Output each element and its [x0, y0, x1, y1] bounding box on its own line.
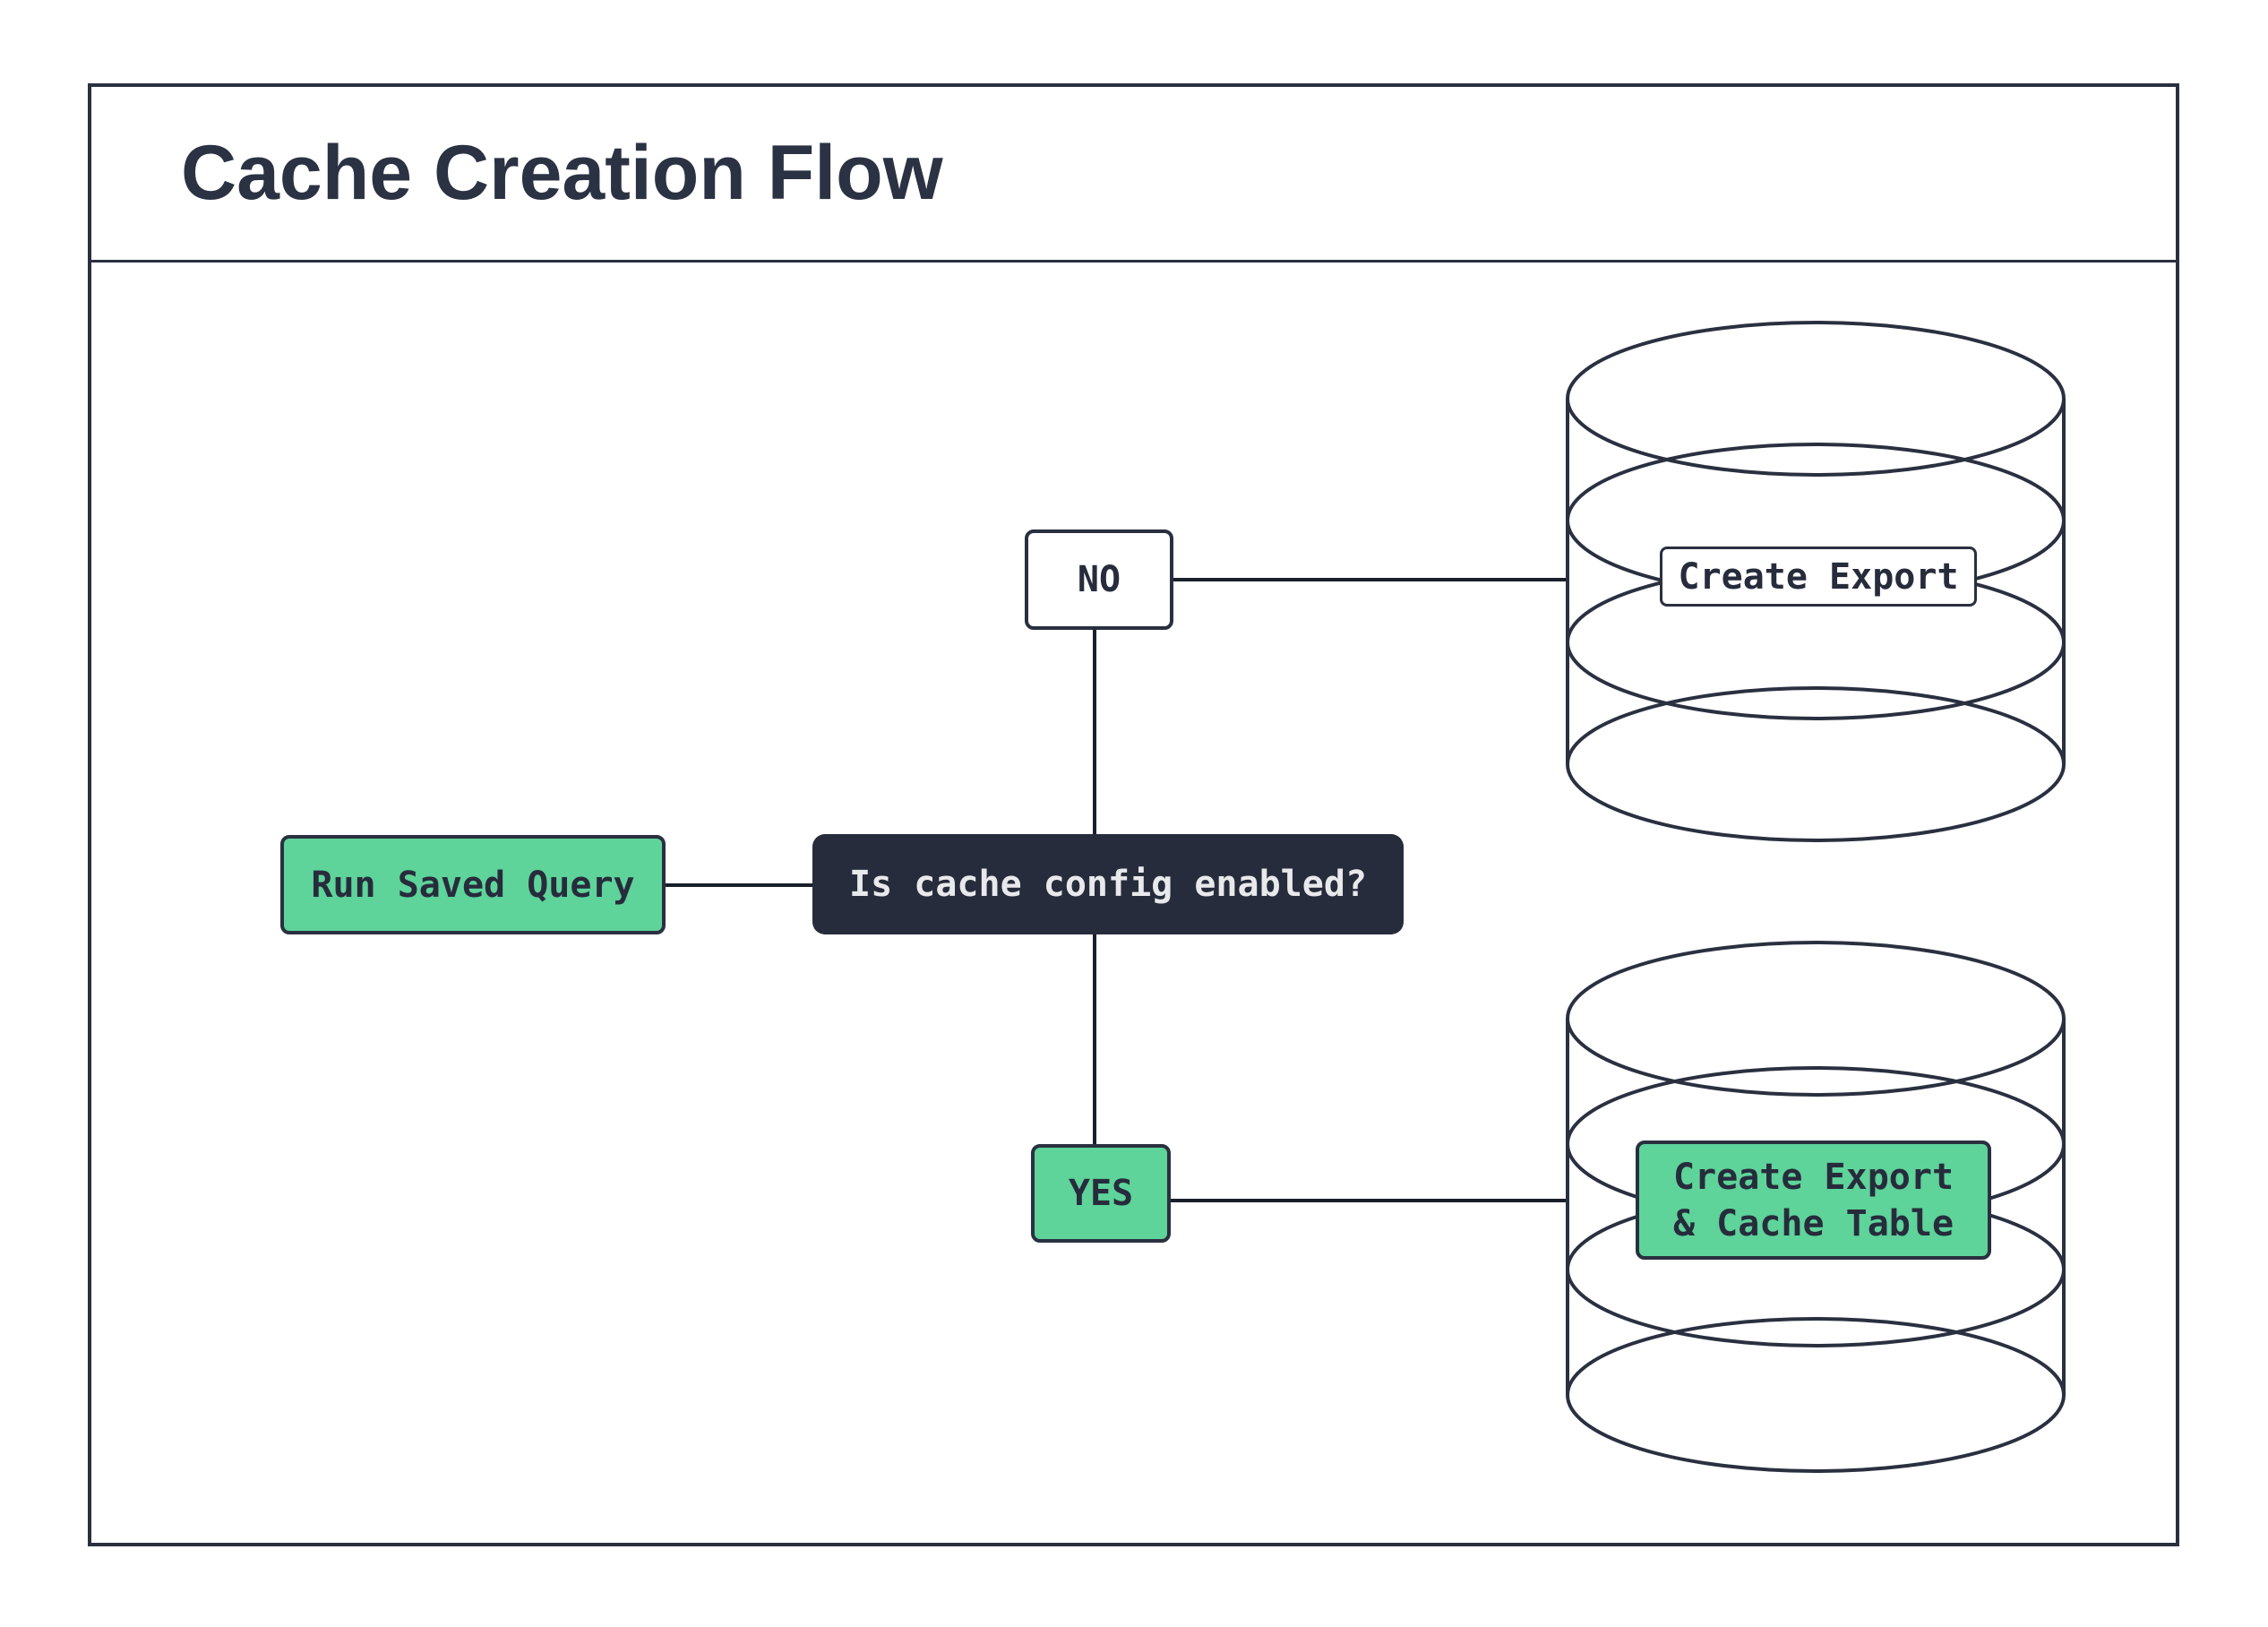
diagram-frame: Cache Creation Flow	[88, 83, 2179, 1546]
node-create-export-label: Create Export	[1678, 555, 1959, 598]
node-create-export-cache-line1: Create Export	[1672, 1156, 1954, 1198]
node-decision-label: Is cache config enabled?	[849, 864, 1367, 905]
node-yes-branch: YES	[1031, 1144, 1171, 1243]
node-yes-label: YES	[1068, 1173, 1134, 1214]
node-run-saved-query: Run Saved Query	[280, 835, 666, 934]
node-no-label: NO	[1077, 559, 1121, 600]
node-create-export-cache-line2: & Cache Table	[1672, 1202, 1954, 1244]
node-decision-cache-config: Is cache config enabled?	[812, 834, 1404, 934]
node-create-export-cache-table: Create Export & Cache Table	[1636, 1141, 1991, 1260]
node-run-saved-query-label: Run Saved Query	[311, 864, 635, 906]
diagram-header: Cache Creation Flow	[91, 87, 2176, 263]
node-no-branch: NO	[1025, 529, 1173, 630]
page-title: Cache Creation Flow	[181, 130, 943, 216]
node-create-export: Create Export	[1660, 547, 1977, 607]
